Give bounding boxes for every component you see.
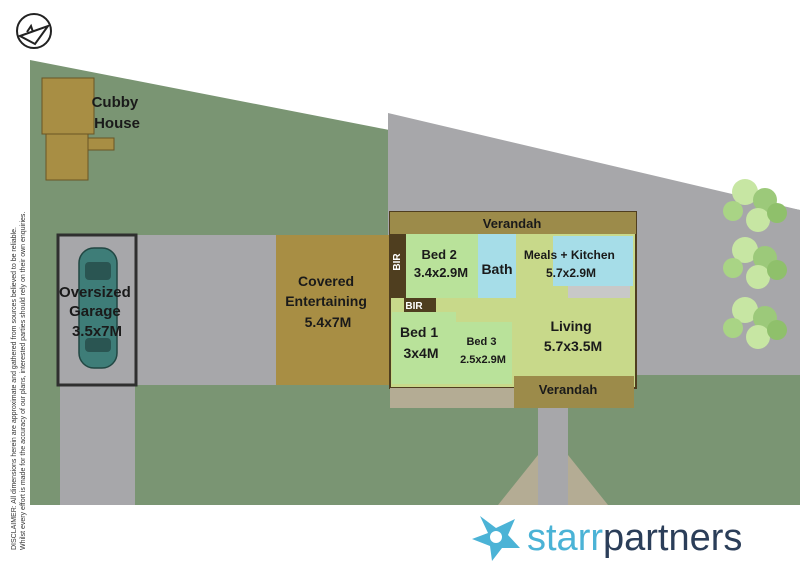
verandah-top-label: Verandah [483,216,542,231]
bir-mid [404,298,436,312]
verandah-top [390,212,636,234]
kitchen-bench [568,286,630,298]
bed3-label: Bed 3 2.5x2.9M [460,336,506,366]
star-icon [472,516,520,561]
tree-icon [723,179,787,232]
bir-mid-label: BIR [405,301,423,312]
garden-bed [390,388,514,408]
brand-logo: starrpartners [472,516,742,561]
north-arrow-icon [16,13,52,49]
bed1 [392,312,456,384]
bath [478,234,516,298]
verandah-bottom-label: Verandah [539,382,598,397]
brand-name: starrpartners [527,517,742,559]
garage-label: Oversized Garage 3.5x7M [59,284,135,340]
bed3 [456,322,512,384]
paved-area-top [388,113,800,375]
disclaimer-text: DISCLAIMER: All dimensions herein are ap… [11,212,27,550]
covered-entertaining-label: Covered Entertaining 5.4x7M [285,273,371,330]
driveway [60,385,135,505]
verandah-bottom [514,376,634,408]
bed1-label: Bed 1 3x4M [400,324,442,361]
meals-kitchen-label: Meals + Kitchen 5.7x2.9M [524,248,618,280]
tree-icon [723,237,787,289]
kitchen-area [553,236,633,286]
tree-icon [723,297,787,349]
cubby-house-label: Cubby House [92,94,143,132]
garden-bed-front [498,455,538,505]
bed2-label: Bed 2 3.4x2.9M [414,247,468,280]
garden-bed-front-2 [568,455,608,505]
bath-label: Bath [481,261,512,277]
covered-entertaining [276,235,390,385]
car-icon [78,247,118,369]
bir-top-label: BIR [392,253,403,271]
bed2 [406,234,478,298]
cubby-house-icon [41,77,115,181]
bir-top [390,234,406,298]
living-label: Living 5.7x3.5M [544,318,602,354]
front-path [538,405,568,505]
